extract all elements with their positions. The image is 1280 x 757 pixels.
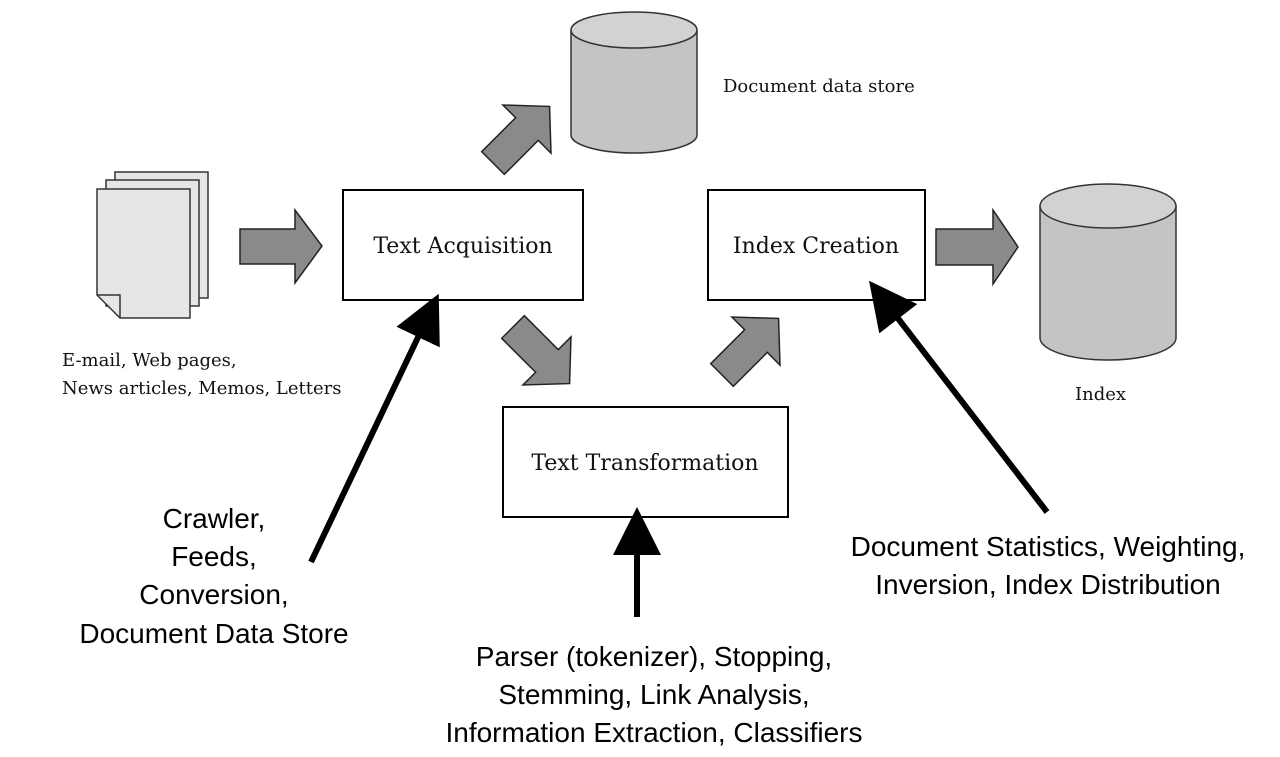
annotation-transformation: Parser (tokenizer), Stopping, Stemming, … [445, 641, 862, 748]
annotation-transformation-line: Information Extraction, Classifiers [445, 717, 862, 748]
sources-label-line2: News articles, Memos, Letters [62, 378, 342, 399]
annotation-transformation-line: Parser (tokenizer), Stopping, [476, 641, 832, 672]
block-arrow-acquisition-to-document-store [480, 104, 552, 176]
block-arrow-acquisition-to-transformation [500, 314, 572, 386]
pointer-arrow-acquisition [308, 293, 440, 564]
annotation-acquisition-line: Document Data Store [79, 618, 348, 649]
document-data-store-cylinder-icon [570, 11, 698, 154]
index-creation-label: Index Creation [733, 234, 899, 259]
block-arrow-documents-to-acquisition [239, 207, 323, 286]
text-acquisition-label: Text Acquisition [373, 234, 552, 259]
block-arrow-index-creation-to-index [935, 207, 1019, 287]
annotation-index-creation-line: Document Statistics, Weighting, [851, 531, 1246, 562]
document-data-store-label: Document data store [723, 76, 915, 97]
text-acquisition-box: Text Acquisition [342, 189, 584, 301]
index-cylinder-icon [1039, 183, 1177, 361]
text-transformation-box: Text Transformation [502, 406, 789, 518]
annotation-acquisition-line: Conversion, [139, 579, 288, 610]
annotation-index-creation: Document Statistics, Weighting, Inversio… [851, 531, 1246, 600]
block-arrow-transformation-to-index-creation [709, 316, 781, 388]
annotation-acquisition: Crawler, Feeds, Conversion, Document Dat… [79, 503, 348, 649]
annotation-acquisition-line: Crawler, [163, 503, 266, 534]
stacked-documents-icon [96, 171, 209, 319]
pointer-arrow-index-creation [869, 280, 1050, 514]
index-creation-box: Index Creation [707, 189, 926, 301]
annotation-transformation-line: Stemming, Link Analysis, [498, 679, 809, 710]
index-label: Index [1075, 384, 1126, 405]
annotation-index-creation-line: Inversion, Index Distribution [875, 569, 1221, 600]
text-transformation-label: Text Transformation [531, 451, 758, 476]
sources-label-line1: E-mail, Web pages, [62, 350, 237, 371]
annotation-acquisition-line: Feeds, [171, 541, 257, 572]
